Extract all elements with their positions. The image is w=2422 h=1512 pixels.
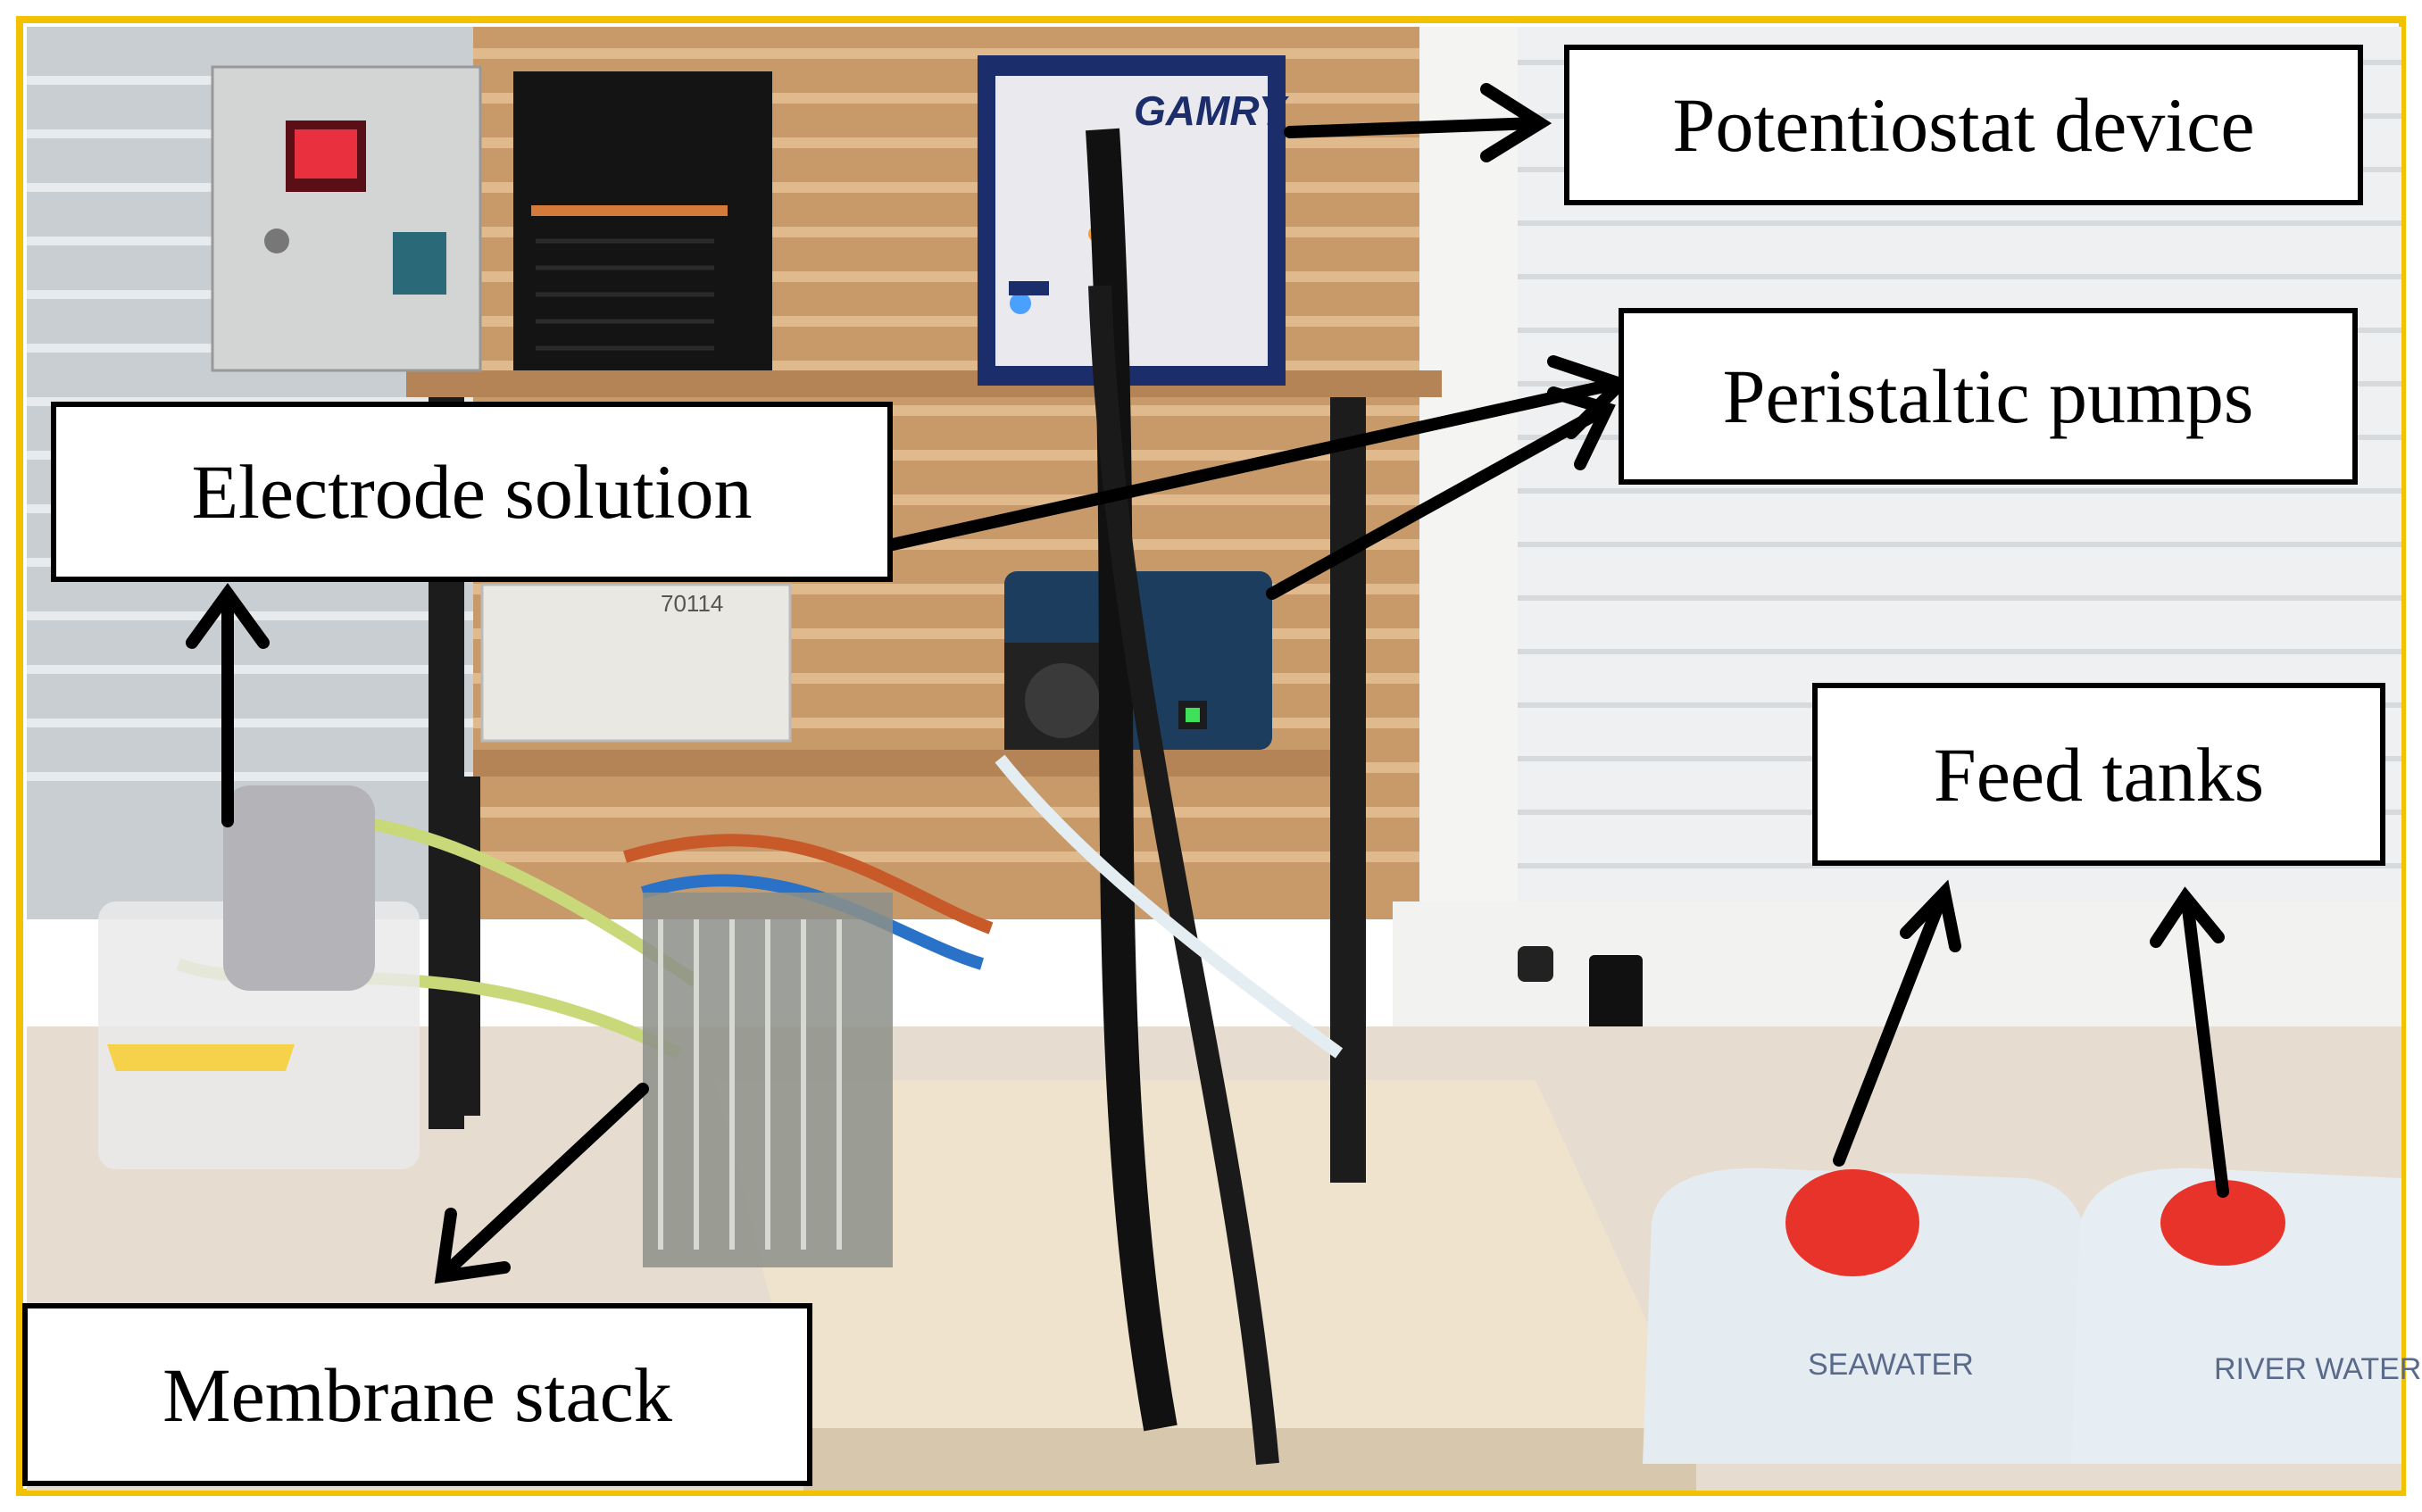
- label-feed-tanks: Feed tanks: [1812, 683, 2385, 866]
- feed-tanks: SEAWATER RIVER WATER: [1643, 1167, 2421, 1464]
- label-potentiostat-text: Potentiostat device: [1672, 82, 2255, 168]
- tank-left-text: SEAWATER: [1808, 1348, 1974, 1382]
- label-membrane-stack: Membrane stack: [22, 1303, 812, 1486]
- label-electrode-solution: Electrode solution: [51, 402, 893, 582]
- annotation-arrows: [186, 83, 2229, 1284]
- photo-frame: [16, 16, 2406, 1496]
- tank-right-text: RIVER WATER: [2214, 1352, 2421, 1386]
- arrow-electrode-to-pumps: [886, 378, 1622, 551]
- label-membrane-text: Membrane stack: [162, 1351, 672, 1438]
- label-feed-text: Feed tanks: [1933, 731, 2265, 818]
- label-pumps-text: Peristaltic pumps: [1722, 353, 2254, 439]
- label-potentiostat: Potentiostat device: [1564, 45, 2363, 205]
- power-supply-box: 70114: [480, 583, 792, 743]
- chiller-unit: [513, 71, 772, 370]
- label-electrode-text: Electrode solution: [191, 449, 753, 535]
- electrical-panel: [211, 65, 482, 372]
- label-peristaltic-pumps: Peristaltic pumps: [1619, 308, 2358, 485]
- membrane-stack: [643, 893, 893, 1267]
- arrow-feed-right: [2181, 895, 2229, 1198]
- arrow-feed-left: [1833, 891, 1948, 1167]
- arrow-membrane: [440, 1083, 649, 1278]
- box-number-text: 70114: [661, 590, 723, 617]
- electrode-solution-container: [98, 785, 420, 1169]
- arrow-pump: [1266, 404, 1609, 600]
- arrow-potentiostat: [1284, 117, 1542, 138]
- brand-text: GAMRY: [1134, 87, 1290, 134]
- potentiostat-device: GAMRY: [978, 55, 1290, 386]
